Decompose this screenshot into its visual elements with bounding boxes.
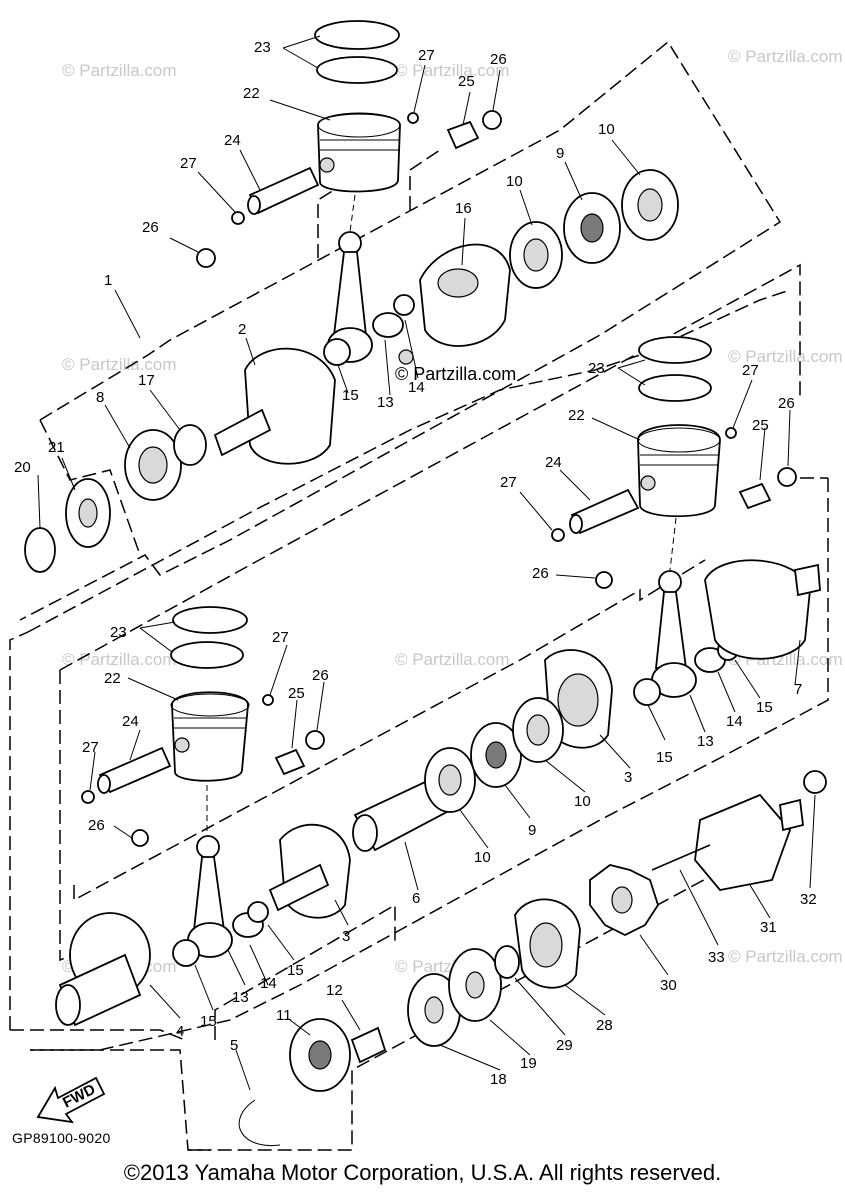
callout: 27 <box>180 155 197 172</box>
callout: 15 <box>756 699 773 716</box>
callout: 15 <box>287 962 304 979</box>
callout: 14 <box>726 713 743 730</box>
callout: 26 <box>490 51 507 68</box>
callout: 29 <box>556 1037 573 1054</box>
callout: 3 <box>624 769 632 786</box>
callout: 15 <box>656 749 673 766</box>
callout: 25 <box>752 417 769 434</box>
callout: 23 <box>588 360 605 377</box>
callout: 30 <box>660 977 677 994</box>
watermark: © Partzilla.com <box>62 650 177 669</box>
callout: 25 <box>458 73 475 90</box>
watermark: © Partzilla.com <box>62 355 177 374</box>
callout: 25 <box>288 685 305 702</box>
callout: 31 <box>760 919 777 936</box>
callout: 27 <box>82 739 99 756</box>
callout: 7 <box>794 681 802 698</box>
callout: 1 <box>104 272 112 289</box>
leader-lines <box>37 35 816 1091</box>
piston-top <box>196 20 502 268</box>
callout: 15 <box>342 387 359 404</box>
piston-lower <box>81 606 325 847</box>
callout: 9 <box>528 822 536 839</box>
callout: 13 <box>697 733 714 750</box>
callout: 27 <box>742 362 759 379</box>
callout: 8 <box>96 389 104 406</box>
callout: 24 <box>545 454 562 471</box>
callout: 22 <box>243 85 260 102</box>
callout: 14 <box>260 975 277 992</box>
callout: 16 <box>455 200 472 217</box>
callout: 10 <box>574 793 591 810</box>
watermark: © Partzilla.com <box>728 47 843 66</box>
watermark: © Partzilla.com <box>62 61 177 80</box>
watermark: © Partzilla.com <box>395 61 510 80</box>
watermark: © Partzilla.com <box>728 347 843 366</box>
fwd-arrow: FWD <box>36 1076 106 1124</box>
callout: 26 <box>778 395 795 412</box>
callout: 18 <box>490 1071 507 1088</box>
assembly-outlines <box>9 40 829 1151</box>
callout: 26 <box>312 667 329 684</box>
piston-right <box>551 336 797 589</box>
callout: 15 <box>200 1013 217 1030</box>
callout: 5 <box>230 1037 238 1054</box>
callout: 26 <box>142 219 159 236</box>
callout: 22 <box>568 407 585 424</box>
crank-webs <box>55 243 821 1027</box>
callout: 21 <box>48 439 65 456</box>
callout: 22 <box>104 670 121 687</box>
connecting-rods <box>172 231 739 967</box>
watermark-center: © Partzilla.com <box>395 364 516 384</box>
callout: 17 <box>138 372 155 389</box>
callout: 27 <box>500 474 517 491</box>
callout: 26 <box>532 565 549 582</box>
callout: 13 <box>232 989 249 1006</box>
callout: 10 <box>598 121 615 138</box>
watermark: © Partzilla.com <box>395 650 510 669</box>
copyright-notice: ©2013 Yamaha Motor Corporation, U.S.A. A… <box>123 1160 722 1185</box>
callout: 13 <box>377 394 394 411</box>
callout: 4 <box>176 1023 184 1040</box>
callout: 23 <box>110 624 127 641</box>
center-lines <box>206 194 677 835</box>
callout: 10 <box>474 849 491 866</box>
callout: 33 <box>708 949 725 966</box>
watermark: © Partzilla.com <box>728 947 843 966</box>
pump-parts <box>514 770 827 989</box>
callout: 32 <box>800 891 817 908</box>
callout: 14 <box>408 379 425 396</box>
callout: 27 <box>418 47 435 64</box>
callout: 9 <box>556 145 564 162</box>
callout: 12 <box>326 982 343 999</box>
callout: 2 <box>238 321 246 338</box>
callout: 20 <box>14 459 31 476</box>
callout: 3 <box>342 928 350 945</box>
callout: 24 <box>224 132 241 149</box>
callout: 19 <box>520 1055 537 1072</box>
callout: 27 <box>272 629 289 646</box>
callout: 24 <box>122 713 139 730</box>
callout: 11 <box>276 1007 292 1024</box>
callout: 10 <box>506 173 523 190</box>
callouts: 23 22 27 25 26 24 27 26 10 9 10 16 1 2 1… <box>14 39 817 1088</box>
callout: 28 <box>596 1017 613 1034</box>
callout: 23 <box>254 39 271 56</box>
diagram-code: GP89100-9020 <box>12 1130 111 1146</box>
callout: 6 <box>412 890 420 907</box>
bearings <box>24 169 679 1147</box>
callout: 26 <box>88 817 105 834</box>
